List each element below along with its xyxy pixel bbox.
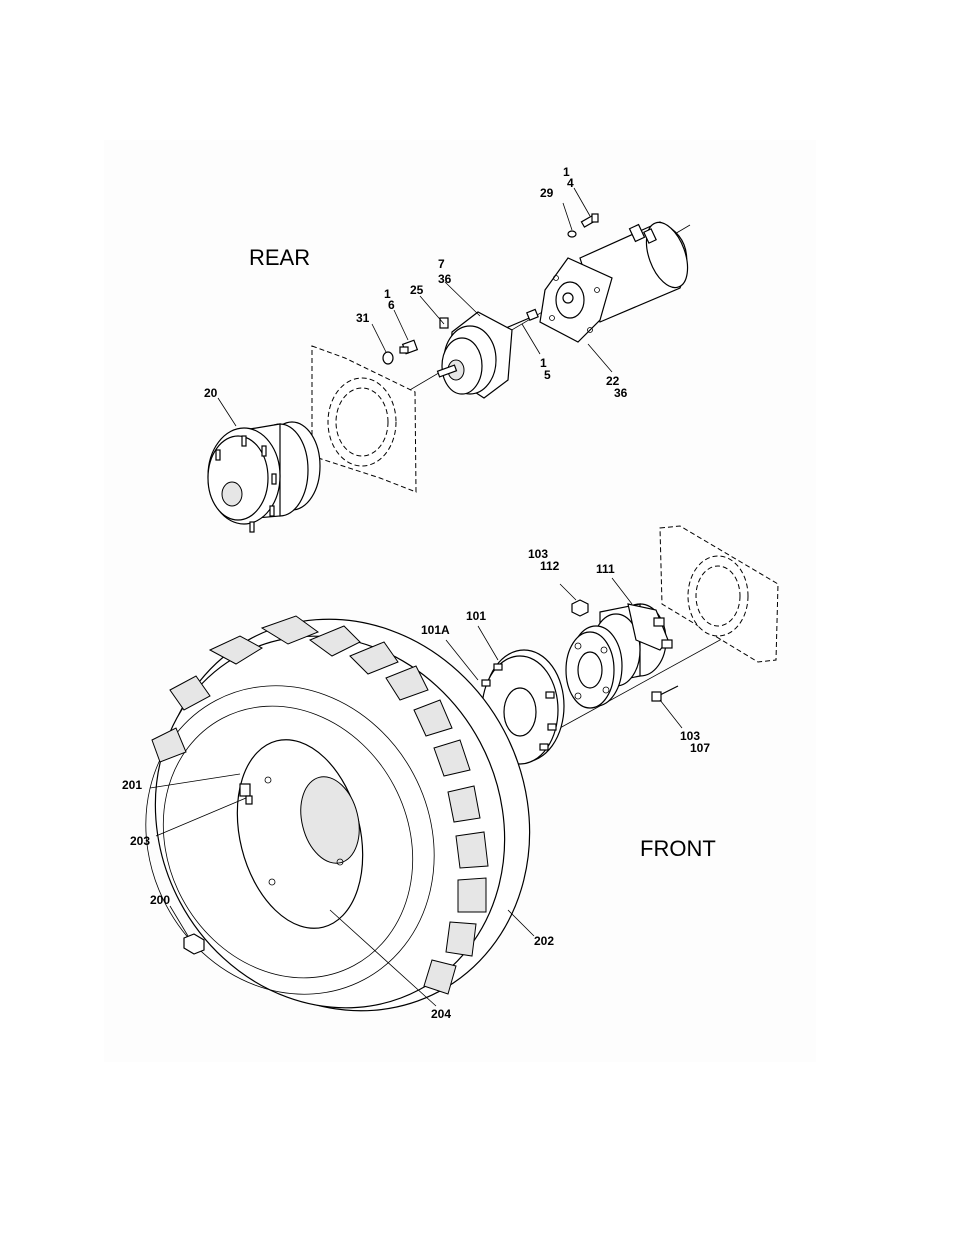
leader-5 — [521, 323, 541, 355]
callout-202: 202 — [534, 934, 554, 948]
leader-101 — [477, 625, 499, 661]
rim-204 — [236, 739, 364, 929]
leader-29 — [562, 202, 573, 231]
callout-22: 22 — [606, 374, 620, 388]
leader-4 — [573, 187, 591, 217]
washer-31 — [382, 351, 394, 365]
callout-112: 112 — [540, 559, 560, 573]
bolt-5 — [505, 308, 539, 329]
callout-101A: 101A — [421, 623, 450, 637]
leader-204 — [329, 909, 437, 1007]
callout-7: 7 — [438, 257, 445, 271]
callout-36b: 36 — [614, 386, 628, 400]
rear-mounting-plate — [311, 345, 417, 493]
callout-201: 201 — [122, 778, 142, 792]
callout-29: 29 — [540, 186, 554, 200]
adapter-flange — [565, 625, 623, 709]
planetary-hub-20 — [207, 421, 321, 533]
callout-1c: 1 — [540, 356, 547, 370]
leader-112 — [559, 583, 577, 601]
callout-36a: 36 — [438, 272, 452, 286]
leader-20 — [217, 397, 237, 427]
callout-101: 101 — [466, 609, 486, 623]
callout-1a: 1 — [563, 165, 570, 179]
leader-25 — [419, 295, 445, 325]
brake-assembly-7 — [436, 311, 513, 399]
nut-112 — [571, 599, 589, 617]
leader-107 — [659, 699, 683, 729]
leader-111 — [611, 577, 633, 605]
leader-202 — [507, 909, 535, 937]
lug-nut-200 — [183, 933, 205, 955]
callout-25: 25 — [410, 283, 424, 297]
callout-200: 200 — [150, 893, 170, 907]
callout-1b: 1 — [384, 287, 391, 301]
leader-36a — [444, 281, 481, 317]
callout-103a: 103 — [528, 547, 548, 561]
leader-22 — [587, 343, 613, 373]
washer-29 — [567, 230, 577, 238]
bolt-4 — [580, 213, 599, 228]
bolt-6 — [399, 339, 419, 355]
callout-111: 111 — [596, 562, 615, 576]
callout-6: 6 — [388, 298, 395, 312]
callout-5: 5 — [544, 368, 551, 382]
callout-20: 20 — [204, 386, 218, 400]
callout-103b: 103 — [680, 729, 700, 743]
leader-201 — [149, 773, 241, 789]
valve-cap-203 — [245, 795, 253, 805]
leader-31 — [371, 323, 387, 353]
fitting-25 — [439, 317, 449, 329]
valve-stem-201 — [239, 783, 251, 797]
hydraulic-motor-22 — [539, 221, 689, 343]
callout-204: 204 — [431, 1007, 451, 1021]
callout-31: 31 — [356, 311, 370, 325]
leader-203 — [155, 797, 247, 837]
callout-4: 4 — [567, 176, 574, 190]
callout-203: 203 — [130, 834, 150, 848]
bolt-107 — [651, 685, 679, 702]
front-mounting-plate — [659, 525, 779, 663]
front-heading: FRONT — [640, 836, 716, 861]
callout-107: 107 — [690, 741, 710, 755]
leader-200 — [169, 905, 189, 937]
leader-101A — [445, 639, 479, 681]
leader-6 — [393, 309, 409, 341]
rear-heading: REAR — [249, 245, 310, 270]
